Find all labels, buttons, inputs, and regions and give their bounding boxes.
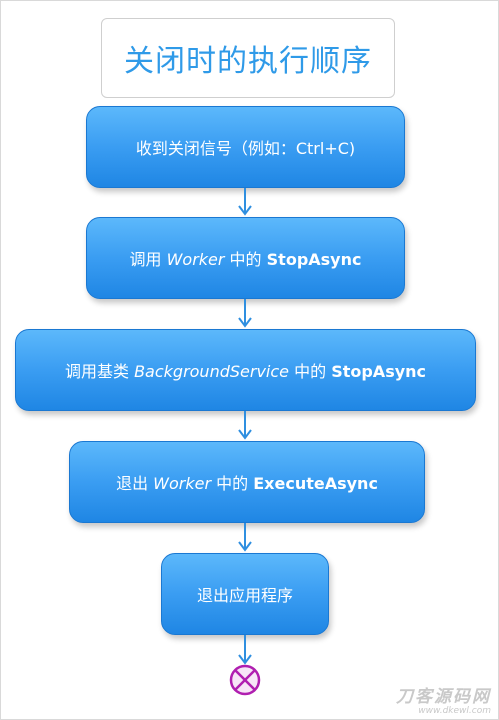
step-label-part: 退出应用程序 bbox=[196, 586, 293, 605]
step-label: 退出应用程序 bbox=[197, 582, 293, 606]
step-exit-application: 退出应用程序 bbox=[161, 553, 329, 635]
step-call-worker-stopasync: 调用 Worker 中的 StopAsync bbox=[86, 217, 405, 299]
step-label-part: 中的 bbox=[224, 250, 267, 269]
step-label-part: 退出 bbox=[116, 474, 154, 493]
watermark: 刀客源码网 www.dkewl.com bbox=[396, 689, 491, 716]
step-label: 收到关闭信号（例如：Ctrl+C) bbox=[136, 135, 355, 159]
arrowhead-5 bbox=[238, 654, 252, 665]
step-call-base-stopasync: 调用基类 BackgroundService 中的 StopAsync bbox=[15, 329, 476, 411]
diagram-title: 关闭时的执行顺序 bbox=[101, 18, 395, 98]
step-label-part: Worker bbox=[153, 474, 212, 493]
step-label: 退出 Worker 中的 ExecuteAsync bbox=[116, 470, 378, 494]
step-receive-signal: 收到关闭信号（例如：Ctrl+C) bbox=[86, 106, 405, 188]
step-exit-executeasync: 退出 Worker 中的 ExecuteAsync bbox=[69, 441, 425, 523]
step-label-part: 调用基类 bbox=[64, 362, 135, 381]
step-label-part: Worker bbox=[166, 250, 225, 269]
step-label-part: StopAsync bbox=[266, 250, 362, 269]
arrowhead-1 bbox=[238, 205, 252, 216]
step-label: 调用基类 BackgroundService 中的 StopAsync bbox=[65, 358, 426, 382]
step-label-part: 收到关闭信号（例如：Ctrl+C) bbox=[135, 139, 356, 158]
step-label-part: 中的 bbox=[289, 362, 332, 381]
watermark-logo-text: 刀客源码网 bbox=[396, 687, 491, 707]
flow-final-icon bbox=[229, 664, 261, 696]
arrowhead-4 bbox=[238, 541, 252, 552]
step-label-part: BackgroundService bbox=[134, 362, 289, 381]
step-label: 调用 Worker 中的 StopAsync bbox=[130, 246, 362, 270]
step-label-part: ExecuteAsync bbox=[253, 474, 378, 493]
step-label-part: 调用 bbox=[129, 250, 167, 269]
watermark-url: www.dkewl.com bbox=[418, 706, 491, 716]
step-label-part: StopAsync bbox=[331, 362, 427, 381]
arrowhead-2 bbox=[238, 317, 252, 328]
step-label-part: 中的 bbox=[211, 474, 254, 493]
arrowhead-3 bbox=[238, 429, 252, 440]
